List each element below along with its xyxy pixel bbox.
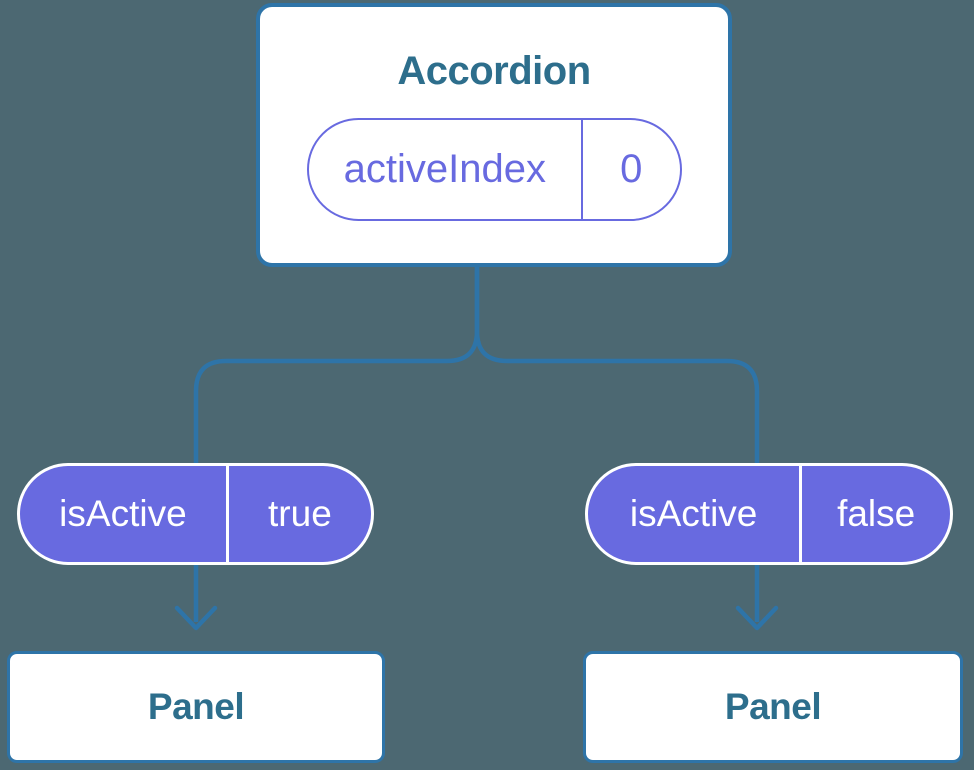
state-pill: activeIndex 0 [306, 118, 682, 221]
state-value: 0 [620, 147, 643, 191]
state-name-label: activeIndex [309, 120, 584, 219]
accordion-card: Accordion activeIndex 0 [256, 3, 732, 267]
panel-card-left: Panel [7, 651, 385, 763]
accordion-title: Accordion [397, 49, 591, 93]
panel-title: Panel [724, 686, 822, 727]
prop-name-label: isActive [20, 466, 229, 562]
branch-line-right [474, 266, 760, 622]
panel-title: Panel [147, 686, 245, 727]
prop-pill-isactive-true: isActive true [17, 463, 374, 565]
prop-pill-isactive-false: isActive false [585, 463, 953, 565]
arrow-down-icon [174, 605, 218, 631]
prop-name-label: isActive [588, 466, 803, 562]
panel-card-right: Panel [583, 651, 963, 763]
branch-line-left [193, 266, 480, 622]
prop-value: true [268, 493, 332, 534]
arrow-down-icon [735, 605, 779, 631]
prop-value: false [837, 493, 916, 534]
